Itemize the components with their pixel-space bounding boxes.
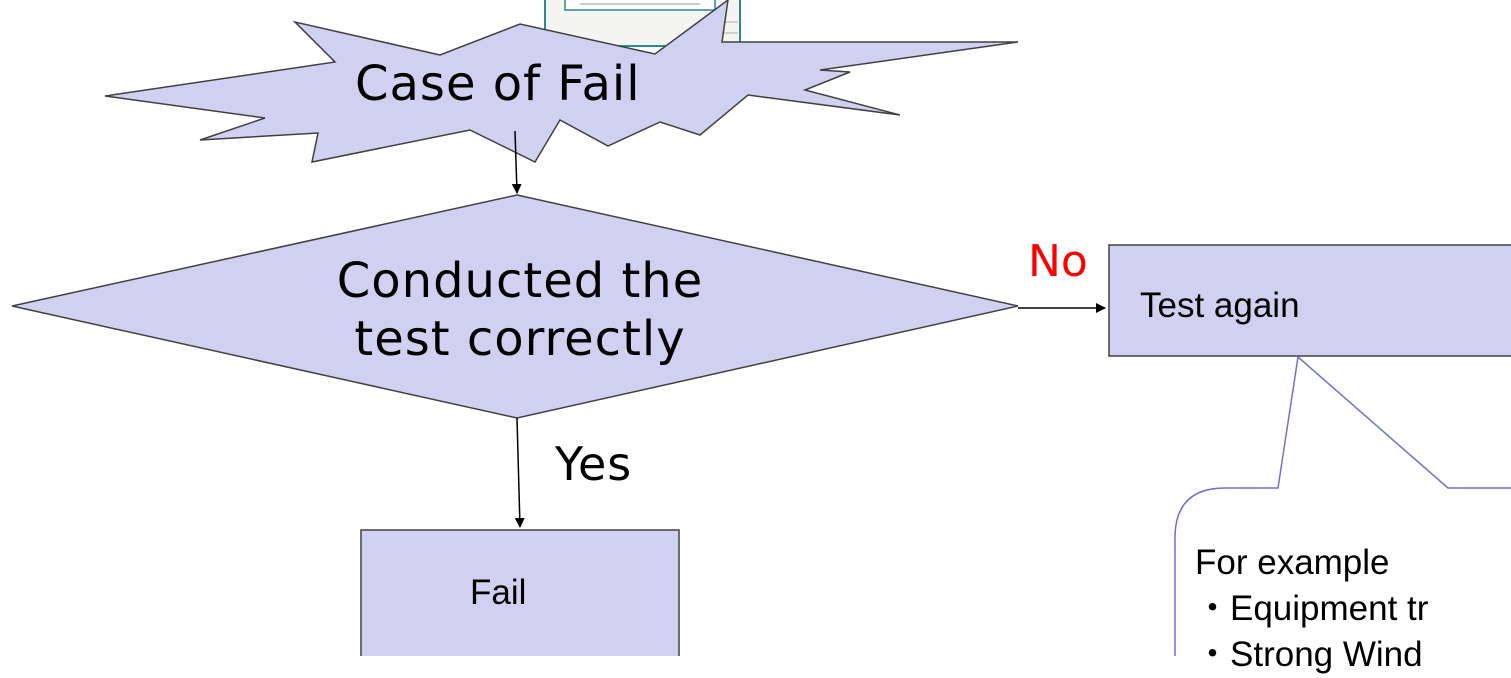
test-again-label: Test again <box>1140 286 1300 325</box>
decision-label-line-1: Conducted the <box>336 253 704 309</box>
edge-start-to-decision <box>511 130 522 194</box>
start-burst <box>104 0 1019 163</box>
callout-bubble <box>1174 355 1511 656</box>
no-edge-label: No <box>1028 236 1088 287</box>
decision-label-line-2: test correctly <box>354 311 686 367</box>
callout-item-wind: ・Strong Wind <box>1195 635 1423 674</box>
fail-label: Fail <box>470 573 527 612</box>
test-again-box <box>1108 244 1511 357</box>
start-label: Case of Fail <box>355 56 641 112</box>
callout-heading: For example <box>1195 543 1390 582</box>
callout-text: For example ・Equipment tr ・Strong Wind <box>1195 540 1428 678</box>
yes-edge-label: Yes <box>555 437 633 491</box>
edge-yes <box>514 417 525 528</box>
flowchart-canvas <box>11 0 1511 656</box>
fail-box <box>360 529 680 656</box>
decision-label: Conducted the test correctly <box>190 252 850 368</box>
callout-item-equipment: ・Equipment tr <box>1195 589 1429 628</box>
